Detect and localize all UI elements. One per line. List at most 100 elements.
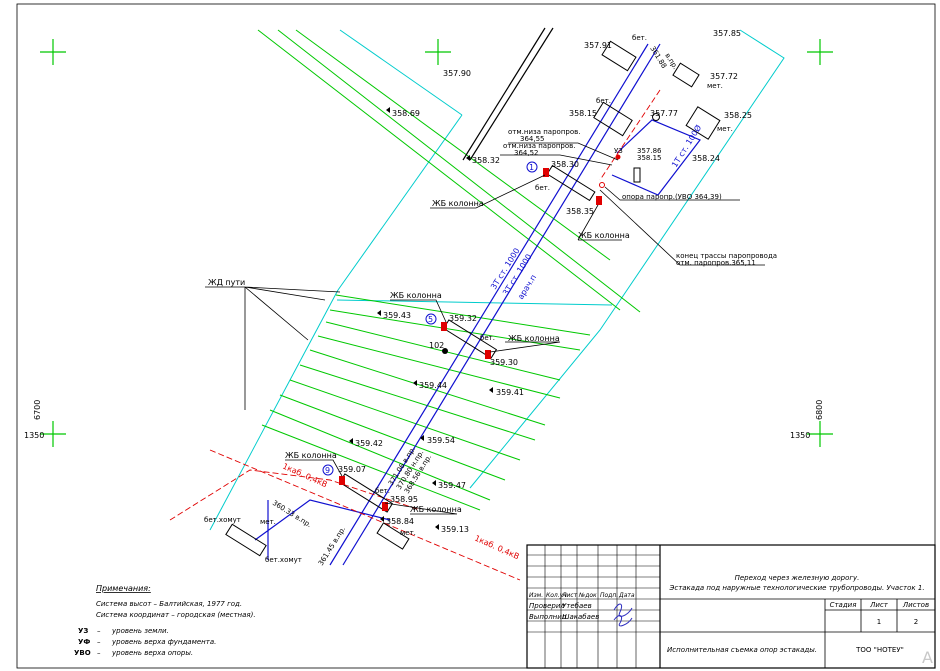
- leader-lines: [205, 142, 765, 515]
- sheet-frame: [16, 3, 936, 669]
- elev-label: 359.07: [338, 465, 366, 474]
- company-name: ТОО "НОТЕУ": [855, 646, 904, 654]
- elev-label: 358.69: [392, 109, 420, 118]
- pipeline-main: [254, 43, 701, 566]
- material-label: мет.: [707, 82, 723, 90]
- elev-label: 359.13: [441, 525, 469, 534]
- steam-bottom-value: 364,52: [514, 149, 539, 157]
- tb-sheet-header: Лист: [869, 601, 889, 609]
- steam-bottom-value: 364,55: [520, 135, 545, 143]
- material-label: бет.: [375, 487, 390, 495]
- grid-coordinate: 6800: [815, 400, 824, 420]
- title-block: [526, 544, 936, 669]
- legend-code: УФ: [78, 638, 90, 646]
- tb-person: Шакабаев: [562, 613, 599, 621]
- elevation-triangles: [349, 107, 493, 530]
- notes-block: Примечания: Система высот – Балтийская, …: [74, 584, 256, 657]
- elev-label: 357.77: [650, 109, 678, 118]
- legend-code: УВО: [74, 649, 91, 657]
- drawing-name: Исполнительная съемка опор эстакады.: [667, 646, 817, 654]
- column-label: ЖБ колонна: [508, 334, 560, 343]
- material-label: бет.хомут: [204, 516, 241, 524]
- legend-dash: –: [97, 649, 101, 657]
- point-label: 102: [429, 341, 444, 350]
- signature: [613, 603, 633, 627]
- column-label: ЖБ колонна: [578, 231, 630, 240]
- elev-label: 357.86: [637, 147, 662, 155]
- elev-label: 358.35: [566, 207, 594, 216]
- grid-crosses: [40, 39, 833, 447]
- railway-label: ЖД пути: [208, 278, 245, 287]
- legend-text: уровень земли.: [111, 627, 169, 635]
- tb-header: №док: [578, 592, 597, 599]
- tb-person: Утебаев: [562, 602, 592, 610]
- material-label: бет.: [632, 34, 647, 42]
- legend-text: уровень верха фундамента.: [111, 638, 216, 646]
- cyan-boundaries: [209, 29, 785, 531]
- material-label: мет.: [400, 529, 416, 537]
- tb-header: Подп.: [600, 592, 618, 599]
- grid-coordinate: 1350: [790, 431, 810, 440]
- tb-stage-header: Стадия: [830, 601, 857, 609]
- elev-label: 359.42: [355, 439, 383, 448]
- elev-label: 359.43: [383, 311, 411, 320]
- steam-bottom-label: отм.низа паропров.: [508, 128, 580, 136]
- column-number: 1: [529, 163, 534, 172]
- material-label: бет.хомут: [265, 556, 302, 564]
- railway-lines: [257, 29, 641, 511]
- title-line: Эстакада под наружные технологические тр…: [668, 584, 924, 592]
- notes-heading: Примечания:: [96, 584, 151, 593]
- steam-bottom-label: отм.низа паропров.: [503, 142, 575, 150]
- notes-line: Система координат – городская (местная).: [96, 611, 256, 619]
- material-label: бет.: [480, 334, 495, 342]
- point-markers: [322, 113, 660, 476]
- column-label: ЖБ колонна: [285, 451, 337, 460]
- elev-label: 359.32: [449, 314, 477, 323]
- elev-label: 359.30: [490, 358, 518, 367]
- elev-label: 358.24: [692, 154, 720, 163]
- tb-header: Кол.уч: [546, 592, 567, 599]
- material-label: мет.: [260, 518, 276, 526]
- tb-role: Проверил: [529, 602, 565, 610]
- tb-sheets-header: Листов: [902, 601, 929, 609]
- column-marks: [339, 168, 602, 511]
- tb-header: Лист: [561, 592, 578, 599]
- grid-coordinate: 6700: [33, 400, 42, 420]
- support-label: опора паропр.(УВО 364,39): [622, 193, 722, 201]
- legend-dash: –: [97, 638, 101, 646]
- column-label: ЖБ колонна: [390, 291, 442, 300]
- notes-line: Система высот – Балтийская, 1977 год.: [96, 600, 242, 608]
- elev-label: 357.72: [710, 72, 738, 81]
- tb-sheets: 2: [914, 618, 918, 626]
- column-number: 5: [428, 315, 433, 324]
- elev-label: 359.41: [496, 388, 524, 397]
- column-number: 9: [325, 466, 330, 475]
- legend-text: уровень верха опоры.: [111, 649, 193, 657]
- elev-label: 357.91: [584, 41, 612, 50]
- material-label: бет.: [596, 97, 611, 105]
- elev-label: 358.32: [472, 156, 500, 165]
- column-label: ЖБ колонна: [410, 505, 462, 514]
- elev-label: 359.44: [419, 381, 447, 390]
- elev-label: 358.15: [569, 109, 597, 118]
- cable-label: 1каб. 0,4кВ: [473, 534, 520, 562]
- format-mark: A: [922, 648, 933, 667]
- tb-header: Дата: [618, 592, 635, 599]
- elev-label: 358.15: [637, 154, 662, 162]
- elev-label: 358.95: [390, 495, 418, 504]
- elev-label: 357.85: [713, 29, 741, 38]
- elev-label: 357.90: [443, 69, 471, 78]
- legend-dash: –: [97, 627, 101, 635]
- column-label: ЖБ колонна: [432, 199, 484, 208]
- legend-code: УЗ: [78, 627, 88, 635]
- tb-sheet: 1: [877, 618, 881, 626]
- fence-lines: [462, 27, 554, 161]
- tb-header: Изм.: [529, 592, 543, 599]
- title-line: Переход через железную дорогу.: [735, 574, 860, 582]
- material-label: бет.: [535, 184, 550, 192]
- elev-label: 358.84: [386, 517, 414, 526]
- tb-role: Выполнил: [529, 613, 567, 621]
- elev-label: 359.54: [427, 436, 455, 445]
- grid-coordinate: 1350: [24, 431, 44, 440]
